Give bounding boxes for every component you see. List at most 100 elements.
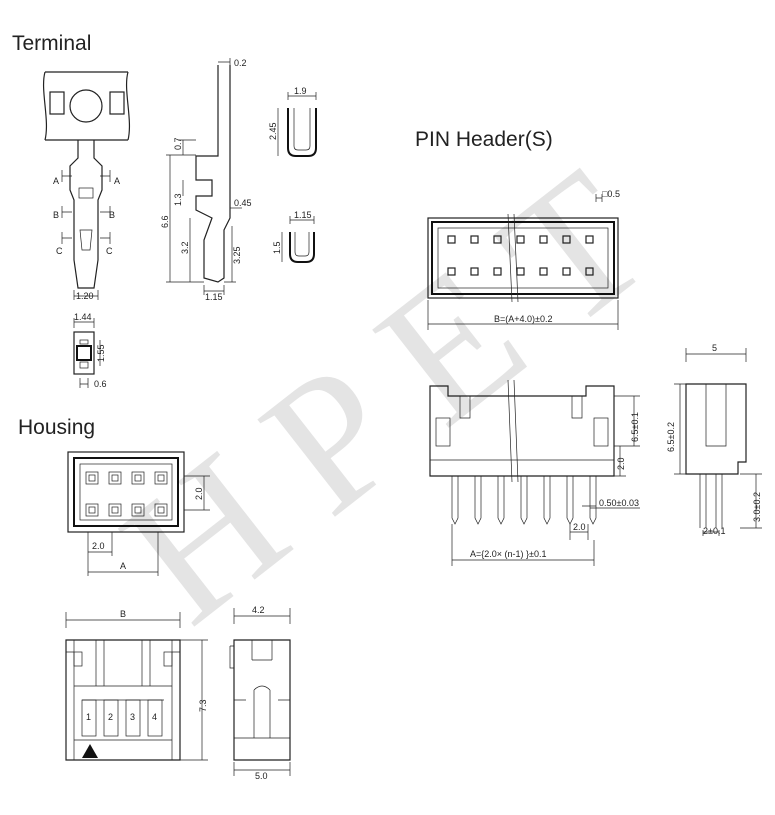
header-pin-square xyxy=(516,235,525,244)
watermark: HPET xyxy=(87,107,717,663)
housing-side-view: 4.2 5.0 xyxy=(229,605,291,781)
terminal-box-view: 1.44 1.55 0.6 xyxy=(73,312,107,389)
dim-2-0-header: 2.0 xyxy=(616,457,626,470)
header-pin-square xyxy=(470,235,479,244)
header-pin-square xyxy=(539,235,548,244)
header-pin-square xyxy=(516,267,525,276)
header-pin xyxy=(520,476,528,525)
cavity-inner xyxy=(88,474,96,482)
header-pin xyxy=(474,476,482,525)
housing-cavity xyxy=(108,471,122,485)
dim-tail-length: 3.0±0.2 xyxy=(752,492,762,522)
header-pin-square xyxy=(562,267,571,276)
housing-slot xyxy=(81,699,97,737)
dim-a-header: A={2.0× (n-1) }±0.1 xyxy=(470,549,547,559)
housing-heading: Housing xyxy=(18,416,95,439)
pin-header-front-view: 6.5±0.1 2.0 0.50±0.03 2.0 A={2.0× (n-1) … xyxy=(429,379,640,566)
dim-square-pin: □0.5 xyxy=(602,189,620,199)
housing-slot xyxy=(125,699,141,737)
dim-side-height: 6.5±0.2 xyxy=(666,422,676,452)
section-b-right: B xyxy=(109,210,115,220)
dim-width: 5.0 xyxy=(255,771,268,781)
header-pin xyxy=(497,476,505,525)
dim-col-pitch: 2.0 xyxy=(92,541,105,551)
cavity-inner xyxy=(134,474,142,482)
header-pin-square xyxy=(447,267,456,276)
housing-cavity xyxy=(154,503,168,517)
dim-thickness: 0.2 xyxy=(234,58,247,68)
section-a-left: A xyxy=(53,176,59,186)
dim-0-6: 0.6 xyxy=(94,379,107,389)
cavity-inner xyxy=(134,506,142,514)
housing-slots: 1 2 3 4 xyxy=(81,699,163,737)
dim-1-15-section: 1.15 xyxy=(294,210,312,220)
dim-pin-pitch: 2.0 xyxy=(573,522,586,532)
pin-number: 4 xyxy=(152,712,157,722)
terminal-section-views: 1.9 2.45 1.15 1.5 xyxy=(268,86,317,263)
dim-terminal-width: 1.20 xyxy=(76,291,94,301)
dim-total-length: 6.6 xyxy=(160,215,170,228)
header-pin xyxy=(451,476,459,525)
housing-cavities xyxy=(85,471,168,517)
dim-a: A xyxy=(120,561,126,571)
dim-1-44: 1.44 xyxy=(74,312,92,322)
dim-b-header: B=(A+4.0)±0.2 xyxy=(494,314,552,324)
dim-pin-width: 0.50±0.03 xyxy=(599,498,639,508)
housing-top-view: 2.0 2.0 A xyxy=(67,451,210,576)
terminal-side-view: 0.2 6.6 0.7 1.3 0.45 3.2 3.25 1.15 xyxy=(160,58,252,302)
dim-1-15: 1.15 xyxy=(205,292,223,302)
pin-header-side-view: 5 6.5±0.2 3.0±0.2 2±0.1 xyxy=(666,343,762,536)
header-pin-square xyxy=(493,235,502,244)
dim-1-3: 1.3 xyxy=(173,193,183,206)
dim-tail-pitch: 2±0.1 xyxy=(703,526,725,536)
header-pin-square xyxy=(447,235,456,244)
cavity-inner xyxy=(111,506,119,514)
pin-header-top-view: □0.5 B=(A+4.0)±0.2 xyxy=(427,189,620,330)
housing-front-view: B 1 2 3 4 7.3 xyxy=(65,609,208,761)
dim-3-2: 3.2 xyxy=(180,241,190,254)
housing-slot xyxy=(147,699,163,737)
header-pin-square xyxy=(585,235,594,244)
header-pin-square xyxy=(585,267,594,276)
dim-row-pitch: 2.0 xyxy=(194,487,204,500)
section-b-left: B xyxy=(53,210,59,220)
cavity-inner xyxy=(157,474,165,482)
section-c-left: C xyxy=(56,246,63,256)
dim-6-5: 6.5±0.1 xyxy=(630,412,640,442)
terminal-heading: Terminal xyxy=(12,32,91,55)
housing-cavity xyxy=(85,503,99,517)
dim-1-5: 1.5 xyxy=(272,241,282,254)
section-a-right: A xyxy=(114,176,120,186)
dim-b-housing: B xyxy=(120,609,126,619)
dim-2-45: 2.45 xyxy=(268,122,278,140)
housing-cavity xyxy=(154,471,168,485)
header-pin-square xyxy=(539,267,548,276)
pin-number: 3 xyxy=(130,712,135,722)
section-c-right: C xyxy=(106,246,113,256)
dim-depth: 4.2 xyxy=(252,605,265,615)
pin-number: 2 xyxy=(108,712,113,722)
dim-1-9: 1.9 xyxy=(294,86,307,96)
housing-slot xyxy=(103,699,119,737)
housing-cavity xyxy=(85,471,99,485)
cavity-inner xyxy=(157,506,165,514)
dim-height: 7.3 xyxy=(198,699,208,712)
header-pin-square xyxy=(493,267,502,276)
terminal-strip-view: A A B B C C 1.20 xyxy=(42,71,131,301)
dim-0-7: 0.7 xyxy=(173,137,183,150)
housing-cavity xyxy=(108,503,122,517)
cavity-inner xyxy=(88,506,96,514)
dim-3-25: 3.25 xyxy=(232,246,242,264)
header-pin xyxy=(589,476,597,525)
housing-cavity xyxy=(131,503,145,517)
header-pins-front xyxy=(451,476,597,525)
pin-number: 1 xyxy=(86,712,91,722)
header-pin xyxy=(543,476,551,525)
pin1-marker-icon xyxy=(82,744,98,758)
pin-header-heading: PIN Header(S) xyxy=(415,128,553,151)
header-pins-top xyxy=(447,235,594,276)
dim-0-45: 0.45 xyxy=(234,198,252,208)
dim-side-width: 5 xyxy=(712,343,717,353)
header-pin-square xyxy=(470,267,479,276)
